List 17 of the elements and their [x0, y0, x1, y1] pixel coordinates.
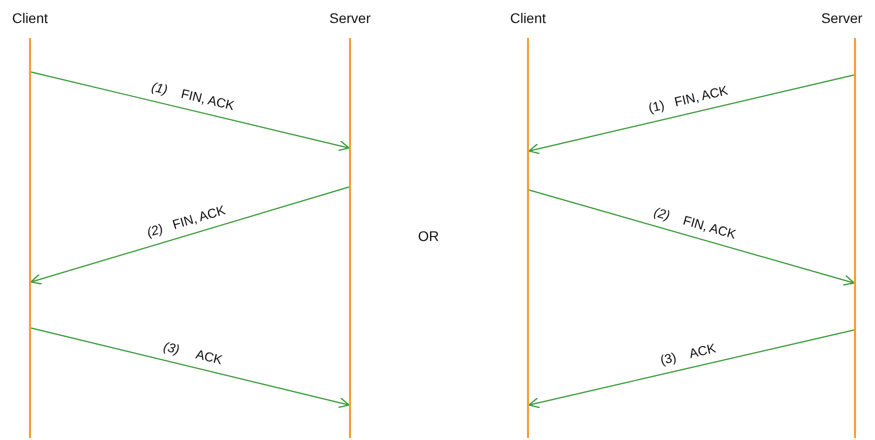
participant-label: Server: [821, 10, 862, 26]
edge-label: (2) FIN, ACK: [652, 204, 738, 242]
arrow: [528, 189, 855, 286]
arrow: [30, 327, 350, 408]
edge-label: (3) ACK: [659, 340, 718, 368]
edge-label: (2) FIN, ACK: [145, 202, 227, 240]
participant-label: Client: [510, 10, 546, 26]
participant-label: Client: [12, 10, 48, 26]
arrow: [30, 186, 350, 285]
edge-label: (1) FIN, ACK: [647, 82, 730, 116]
edge-label: (1) FIN, ACK: [150, 79, 236, 114]
edge-label: (3) ACK: [162, 338, 224, 368]
arrow: [528, 74, 854, 154]
arrow: [30, 71, 350, 152]
divider-text: OR: [418, 228, 439, 244]
arrow: [528, 329, 854, 408]
participant-label: Server: [329, 10, 371, 26]
